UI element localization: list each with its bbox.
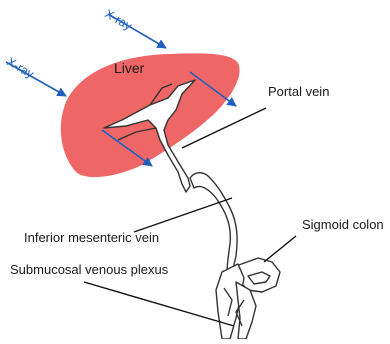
liver-label: Liver [114, 60, 145, 76]
leader-inferior-mesenteric-vein [134, 198, 232, 232]
xray-left-label: X-ray [5, 54, 37, 80]
inferior-mesenteric-vein-shape [190, 173, 237, 282]
leader-submucosal-venous-plexus [84, 282, 234, 326]
sigmoid-colon-label: Sigmoid colon [302, 217, 384, 232]
submucosal-venous-plexus-label: Submucosal venous plexus [10, 262, 169, 277]
portal-vein-label: Portal vein [268, 84, 329, 99]
leader-sigmoid-colon [264, 236, 296, 262]
inferior-mesenteric-vein-label: Inferior mesenteric vein [24, 230, 159, 245]
xray-top-label: X-ray [103, 6, 135, 32]
sigmoid-colon-shape [216, 258, 280, 339]
